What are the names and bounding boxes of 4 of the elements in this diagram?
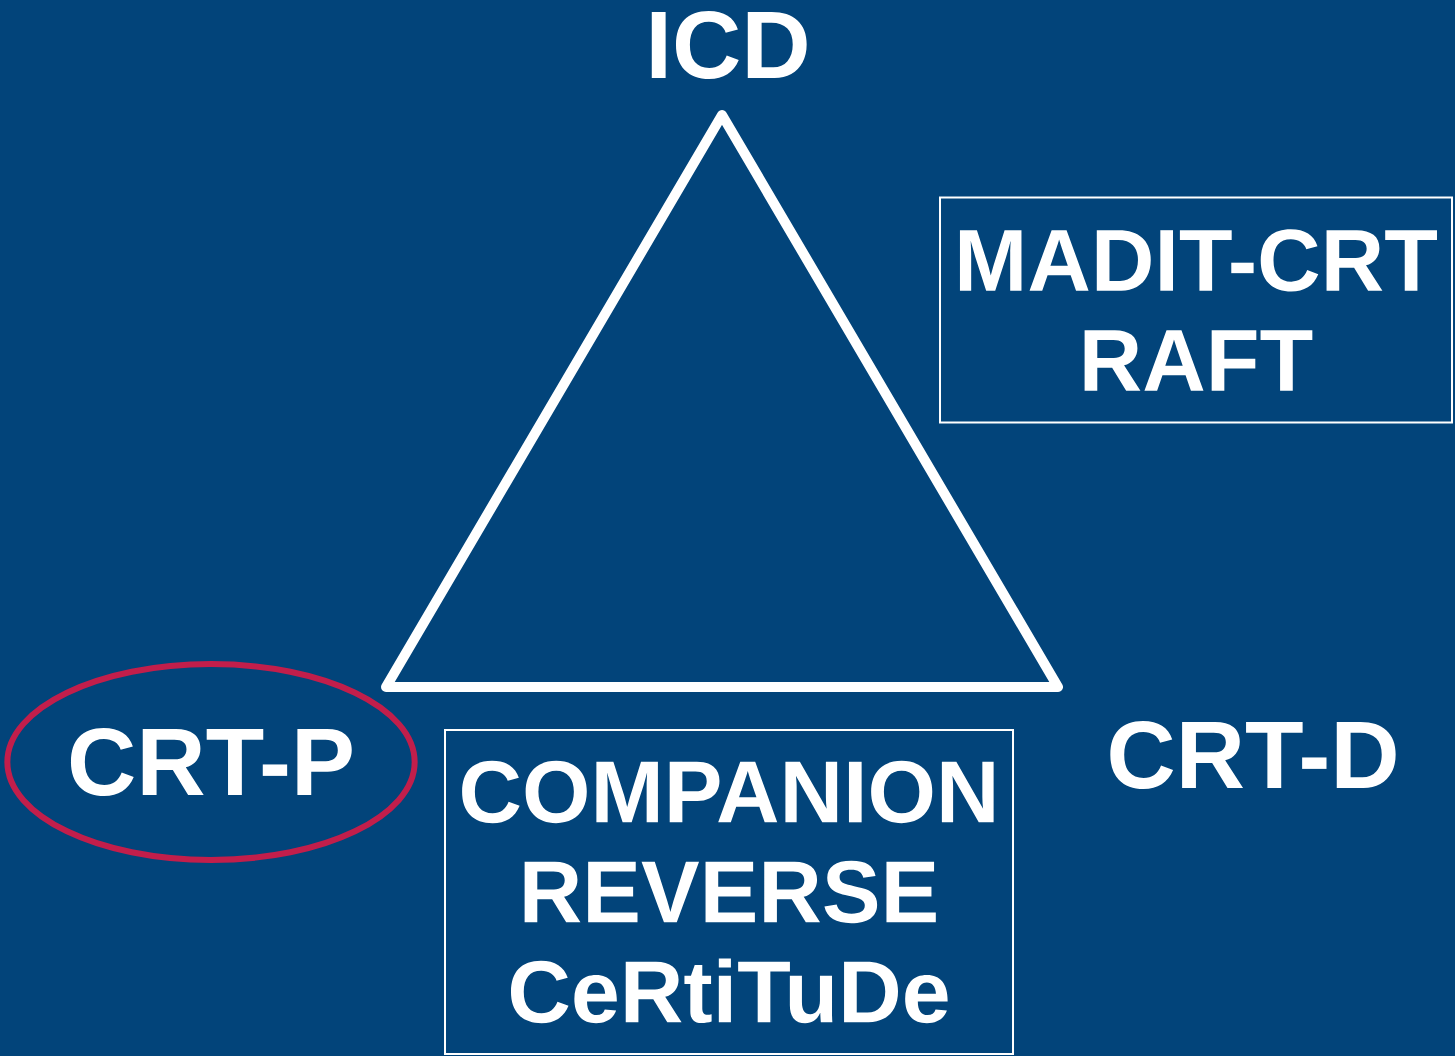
vertex-label: ICD	[651, 11, 807, 79]
vertex-label: CRT-D	[1110, 721, 1396, 789]
text-box: COMPANION REVERSE CeRtiTuDe	[444, 729, 1014, 1055]
text-box: MADIT-CRT RAFT	[939, 196, 1453, 424]
